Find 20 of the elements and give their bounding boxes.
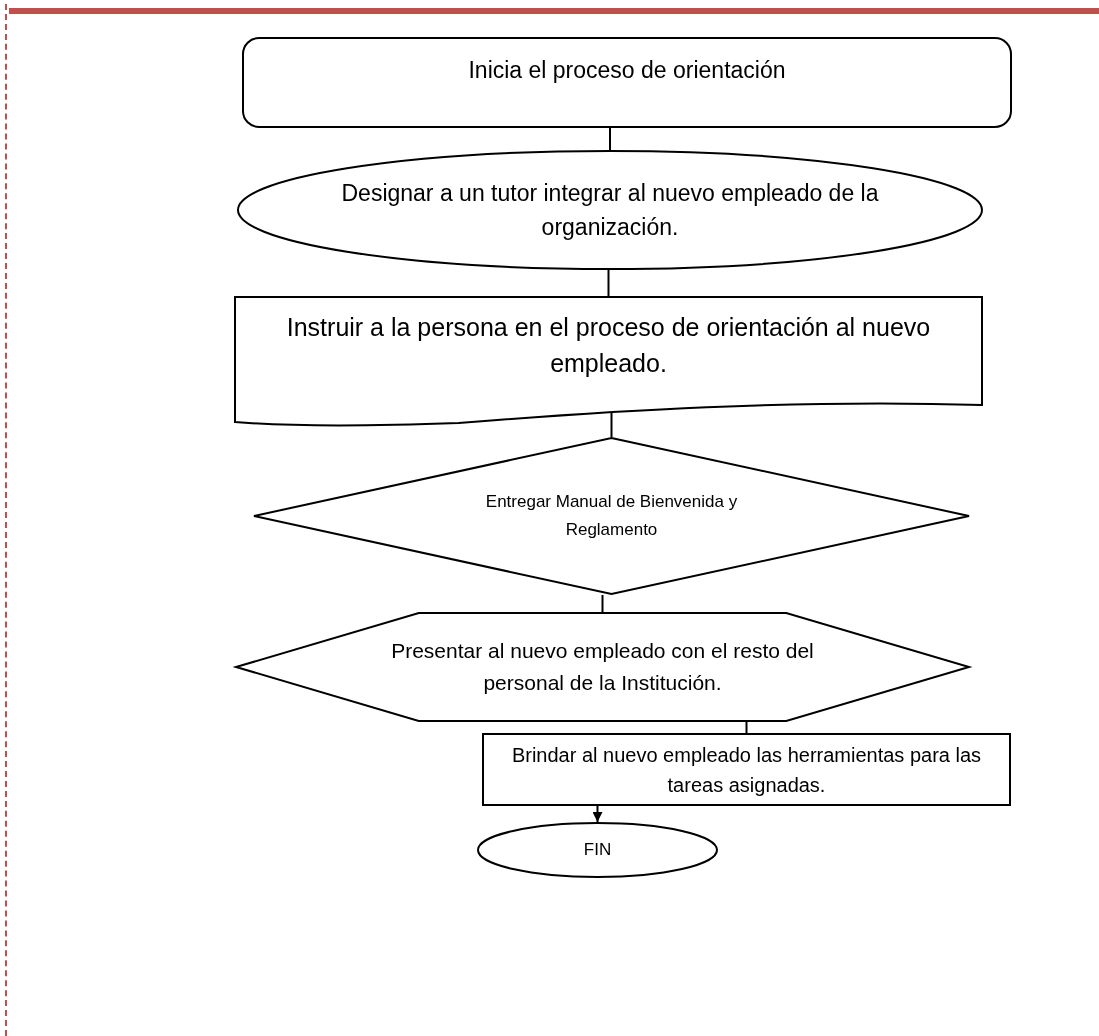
end-ellipse — [477, 822, 718, 878]
node-text: Entregar Manual de Bienvenida y Reglamento — [484, 491, 739, 541]
decision-diamond — [253, 437, 970, 595]
preparation-hexagon — [235, 612, 970, 722]
document-shape — [234, 296, 983, 425]
node-text: Instruir a la persona en el proceso de orientación al nuevo empleado. — [285, 311, 932, 379]
node-text: Inicia el proceso de orientación — [468, 56, 786, 86]
connector-line — [607, 269, 610, 297]
connector-line — [610, 412, 613, 438]
node-text: Designar a un tutor integrar al nuevo empleado de la organización. — [340, 179, 880, 242]
connector-line — [592, 805, 603, 823]
connector-line — [601, 594, 604, 613]
node-text: FIN — [583, 839, 612, 862]
connector-line — [609, 127, 611, 151]
connector-line — [745, 721, 748, 734]
process-box — [482, 733, 1011, 806]
node-text: Brindar al nuevo empleado las herramientas para las tareas asignadas. — [510, 742, 983, 798]
start-box — [242, 37, 1012, 128]
process-ellipse — [237, 150, 983, 270]
node-text: Presentar al nuevo empleado con el resto del personal de la Institución. — [390, 638, 815, 696]
